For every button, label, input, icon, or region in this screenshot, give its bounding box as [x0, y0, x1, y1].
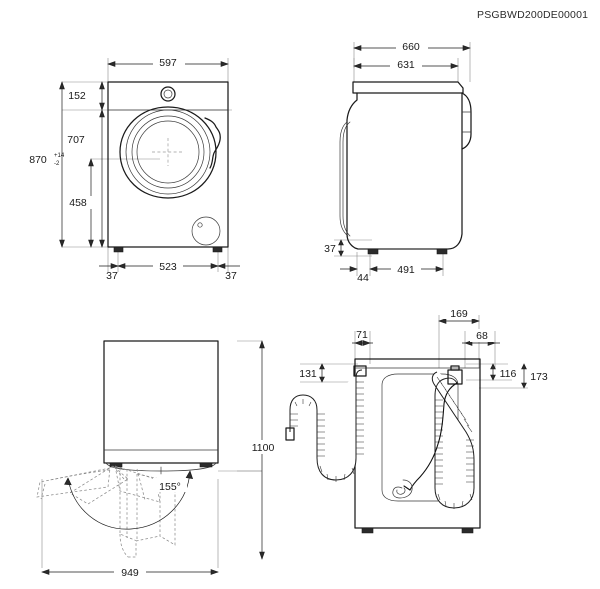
- dim-label-front-870-tol-minus: -2: [54, 161, 60, 167]
- dim-label-rear-173: 173: [530, 371, 548, 383]
- dim-side-bottom: 44 491: [340, 262, 444, 284]
- dim-label-front-foot-left-37: 37: [106, 270, 118, 282]
- dim-label-rear-116: 116: [500, 368, 517, 380]
- dim-rear-71: 71: [352, 329, 373, 346]
- dim-label-front-152: 152: [68, 90, 86, 102]
- dim-label-side-491: 491: [397, 264, 415, 276]
- top-appliance-body: [103, 340, 219, 475]
- dim-front-707: 707: [62, 109, 105, 248]
- dim-label-front-foot-right-37: 37: [225, 270, 237, 282]
- dim-label-front-458: 458: [69, 197, 87, 209]
- dim-label-top-155deg: 155°: [159, 481, 181, 493]
- side-appliance-body: [339, 81, 472, 255]
- side-elevation-view: 660 631 37 44: [324, 40, 472, 284]
- dim-label-rear-131: 131: [299, 368, 317, 380]
- dim-label-top-1100: 1100: [252, 442, 275, 454]
- dim-label-front-870-tol-plus: +14: [54, 153, 65, 159]
- rear-inlet-hose: [431, 365, 475, 509]
- dim-label-front-523: 523: [159, 261, 177, 273]
- side-extension-lines: [334, 42, 471, 276]
- front-appliance-body: [107, 81, 229, 253]
- dim-label-side-44: 44: [357, 272, 369, 284]
- top-plan-view: 1100 949: [36, 340, 278, 579]
- top-door-angle-arc: 155°: [64, 470, 194, 530]
- dim-side-depth-660: 660: [353, 40, 471, 53]
- top-door-swing-positions: [36, 465, 176, 558]
- dim-label-rear-68: 68: [476, 330, 488, 342]
- dim-top-949: 949: [41, 564, 219, 579]
- dim-rear-68: 68: [462, 329, 500, 346]
- dim-label-front-870: 870: [29, 154, 47, 166]
- dim-rear-116: 116: [490, 363, 517, 381]
- dim-rear-169: 169: [438, 305, 480, 324]
- dim-label-front-width: 597: [159, 57, 177, 69]
- dim-front-870: 870 +14 -2: [14, 81, 65, 248]
- dim-side-37: 37: [324, 239, 344, 257]
- dim-label-side-660: 660: [402, 41, 420, 53]
- dim-label-front-707: 707: [67, 134, 85, 146]
- dim-rear-131: 131: [299, 363, 325, 383]
- dim-label-side-37: 37: [324, 243, 336, 255]
- dim-side-depth-631: 631: [353, 58, 459, 71]
- dim-top-1100: 1100: [248, 340, 278, 560]
- dim-front-bottom: 523 37 37: [99, 259, 240, 282]
- front-elevation-view: 597 152 707: [14, 56, 240, 282]
- dim-label-top-949: 949: [121, 567, 139, 579]
- drawing-part-number: PSGBWD200DE00001: [477, 9, 588, 21]
- dim-front-152: 152: [64, 81, 105, 111]
- dim-label-rear-169: 169: [450, 308, 468, 320]
- rear-power-cord: [392, 382, 458, 499]
- dim-rear-173: 173: [521, 363, 548, 389]
- top-extension-lines: [41, 340, 262, 568]
- rear-drain-hose: [285, 365, 367, 482]
- dim-front-458: 458: [64, 158, 94, 248]
- dim-label-rear-71: 71: [356, 329, 368, 341]
- rear-elevation-view: 169 71 68 131: [285, 305, 548, 534]
- dim-label-side-631: 631: [397, 59, 415, 71]
- dim-front-width-597: 597: [107, 56, 229, 69]
